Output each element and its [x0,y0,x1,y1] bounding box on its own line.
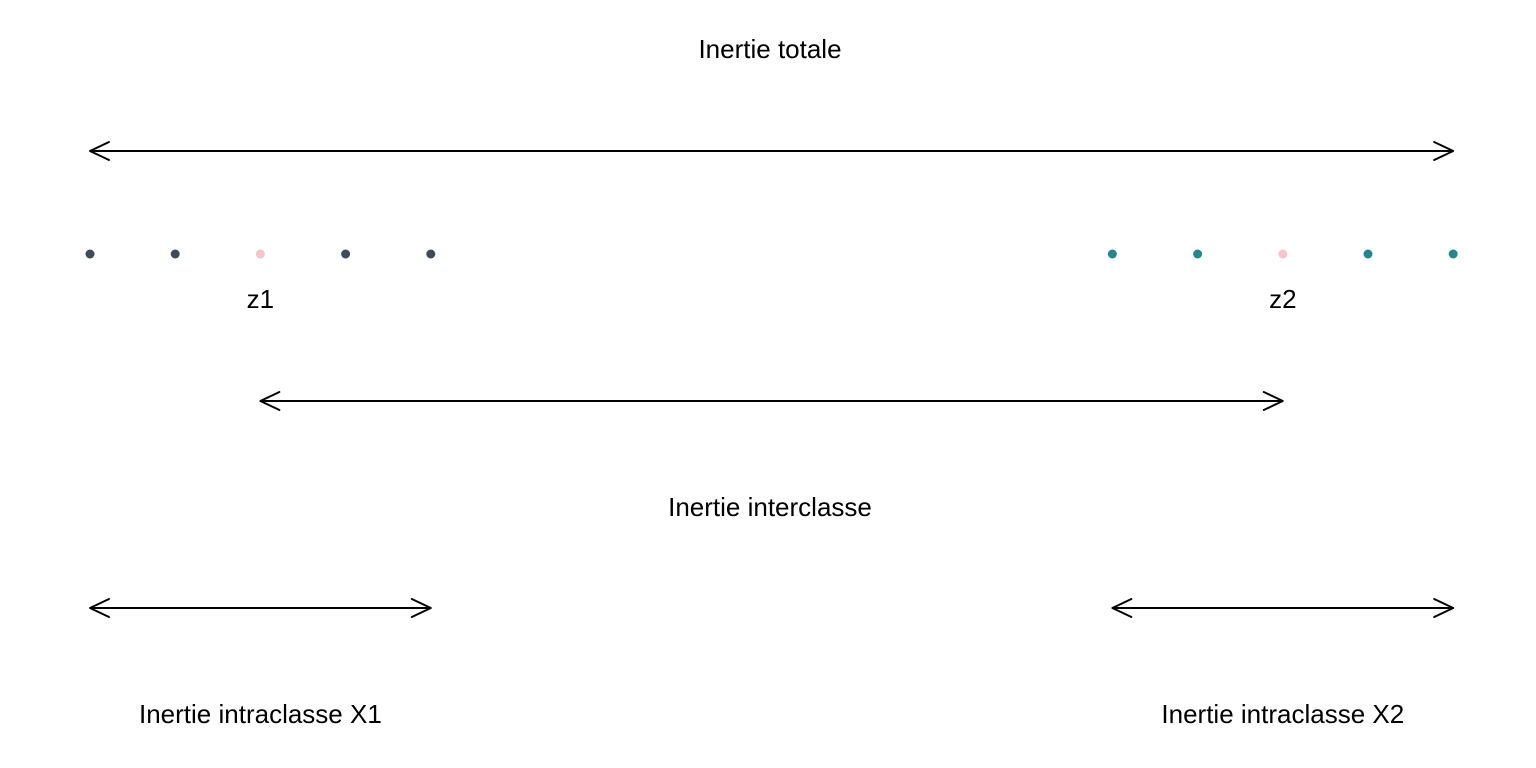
intraclass-x2-arrow-head-left [1111,598,1133,618]
interclass-inertia-arrow-head-right [1262,391,1284,411]
centroid-z1-point [255,249,265,259]
total-inertia-arrow-head-left [89,141,110,161]
interclass-inertia-arrow [259,391,1284,411]
centroid-z2-label: z2 [1269,284,1296,314]
class2-point [1448,249,1458,259]
class2-point [1363,249,1373,259]
centroid-z2-point [1278,249,1288,259]
intraclass-x1-arrow-head-right [410,598,432,618]
class2-point [1107,249,1117,259]
total-inertia-arrow [89,141,1455,161]
class1-point [85,249,95,259]
centroid-z1-label: z1 [247,284,274,314]
points-layer [85,249,1458,259]
interclass-inertia-label: Inertie interclasse [668,492,872,522]
class2-point [1193,249,1203,259]
intraclass-x2-arrow-head-right [1433,598,1455,618]
intraclass-x2-arrow [1111,598,1455,618]
intraclass-x2-label: Inertie intraclasse X2 [1161,699,1404,729]
intraclass-x1-label: Inertie intraclasse X1 [139,699,382,729]
intraclass-x1-arrow-head-left [89,598,110,618]
intraclass-x1-arrow [89,598,432,618]
interclass-inertia-arrow-head-left [259,391,281,411]
class1-point [170,249,180,259]
class1-point [426,249,436,259]
class1-point [341,249,351,259]
total-inertia-label: Inertie totale [698,34,841,64]
total-inertia-arrow-head-right [1433,141,1455,161]
